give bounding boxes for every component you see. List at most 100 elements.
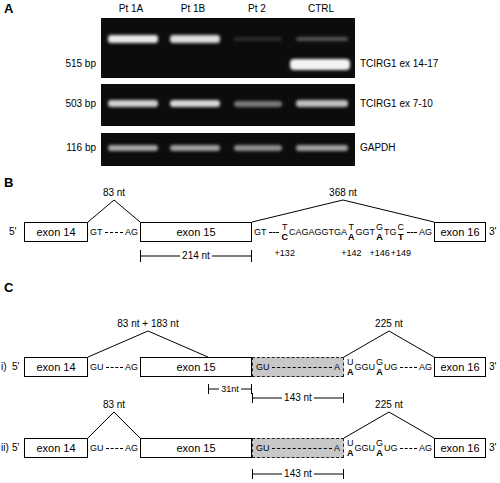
retained-intron-box: GUA xyxy=(252,438,344,458)
gel-band xyxy=(170,145,220,151)
sequence-text: U xyxy=(347,357,354,367)
strand-end: 5' xyxy=(12,442,19,454)
variant-stack: UA xyxy=(347,357,354,377)
length-bracket xyxy=(141,250,252,262)
intron-dash xyxy=(269,232,279,233)
gel-label: TCIRG1 ex 14-17 xyxy=(360,58,438,70)
splice-arc xyxy=(252,200,434,222)
sequence-text: AG xyxy=(419,362,432,372)
splice-length: 83 nt xyxy=(101,187,127,199)
row-number: ii) xyxy=(1,442,9,454)
intron-sequence: GUAG xyxy=(88,438,140,458)
gel-band xyxy=(170,100,220,107)
intron-dash xyxy=(272,367,332,368)
position-number: +149 xyxy=(391,248,411,258)
sequence-text: AG xyxy=(125,362,138,372)
gel-band xyxy=(290,59,350,70)
gel-band xyxy=(108,35,158,43)
exon-label: exon 16 xyxy=(440,443,479,453)
gel-band xyxy=(296,37,348,41)
sequence-text: A xyxy=(334,362,340,372)
variant-base: A xyxy=(347,448,354,458)
gel-band xyxy=(108,100,158,107)
exon-box: exon 14 xyxy=(24,357,88,377)
splice-arc xyxy=(344,331,434,357)
sequence-text: AG xyxy=(125,227,138,237)
splice-arc xyxy=(88,412,140,438)
strand-end: 5' xyxy=(12,361,19,373)
length-bracket xyxy=(253,469,344,479)
variant-stack: TC+132 xyxy=(282,222,289,242)
splice-length: 83 nt xyxy=(101,399,127,411)
sequence-text: GT xyxy=(90,227,103,237)
gel-band xyxy=(234,37,282,41)
gel-panel xyxy=(101,84,355,126)
lane-label: CTRL xyxy=(308,3,334,15)
intron-dash xyxy=(400,448,417,449)
sequence-text: GU xyxy=(256,362,270,372)
exon-box: exon 15 xyxy=(140,438,252,458)
variant-base: A xyxy=(347,367,354,377)
lane-label: Pt 2 xyxy=(248,3,266,15)
exon-label: exon 15 xyxy=(176,362,215,372)
exon-box: exon 16 xyxy=(434,357,486,377)
retained-intron-box: GU A xyxy=(252,357,344,377)
splice-arc xyxy=(88,331,208,357)
gel-band xyxy=(296,100,348,107)
sequence-text: U xyxy=(347,438,354,448)
splice-arc xyxy=(344,412,434,438)
variant-stack: UA xyxy=(347,438,354,458)
gel-band xyxy=(170,35,220,43)
variant-stack: CT+149 xyxy=(398,222,405,242)
exon-label: exon 14 xyxy=(36,227,75,237)
intron-dash xyxy=(407,232,417,233)
exon-box: exon 14 xyxy=(24,222,88,242)
size-label: 503 bp xyxy=(65,98,96,110)
splice-length: 368 nt xyxy=(327,187,359,199)
panel-letter: A xyxy=(4,2,13,17)
sequence-text: GU xyxy=(90,362,104,372)
variant-base: T xyxy=(398,232,404,242)
gel-band xyxy=(296,145,348,151)
exon-label: exon 14 xyxy=(36,362,75,372)
strand-end: 3' xyxy=(489,442,496,454)
sequence-text: CAGAGGTGA xyxy=(289,227,347,237)
variant-base: A xyxy=(348,232,355,242)
exon-box: exon 14 xyxy=(24,438,88,458)
intron-dash xyxy=(272,448,332,449)
splice-arc xyxy=(88,200,140,222)
lane-label: Pt 1A xyxy=(119,3,143,15)
gel-band xyxy=(234,101,282,107)
variant-stack: GA xyxy=(376,438,383,458)
intron-sequence: UAGGUGAUGAG xyxy=(344,357,434,377)
intron-sequence: GTTC+132CAGAGGTGATA+142GGTGA+146TGCT+149… xyxy=(252,222,434,242)
sequence-text: AG xyxy=(419,443,432,453)
length-bracket xyxy=(209,384,252,394)
variant-stack: GA xyxy=(376,357,383,377)
strand-end: 3' xyxy=(489,361,496,373)
panel-letter: B xyxy=(4,176,13,191)
sequence-text: GGU xyxy=(355,362,376,372)
intron-sequence: GT AG xyxy=(88,222,140,242)
sequence-text: UG xyxy=(384,443,398,453)
position-number: +132 xyxy=(275,248,295,258)
sequence-text: G xyxy=(376,357,383,367)
size-label: 515 bp xyxy=(65,58,96,70)
sequence-text: AG xyxy=(125,443,138,453)
exon-box: exon 16 xyxy=(434,438,486,458)
intron-dash xyxy=(105,232,123,233)
splice-length: 225 nt xyxy=(373,318,405,330)
variant-stack: TA+142 xyxy=(348,222,355,242)
lane-label: Pt 1B xyxy=(181,3,205,15)
sequence-text: G xyxy=(376,222,383,232)
sequence-text: UG xyxy=(384,362,398,372)
intron-dash xyxy=(106,367,123,368)
intron-dash xyxy=(400,367,417,368)
variant-base: A xyxy=(376,232,383,242)
position-number: +142 xyxy=(341,248,361,258)
exon-box: exon 16 xyxy=(434,222,486,242)
splice-length: 225 nt xyxy=(373,399,405,411)
sequence-text: G xyxy=(376,438,383,448)
exon-label: exon 16 xyxy=(440,227,479,237)
exon-label: exon 16 xyxy=(440,362,479,372)
